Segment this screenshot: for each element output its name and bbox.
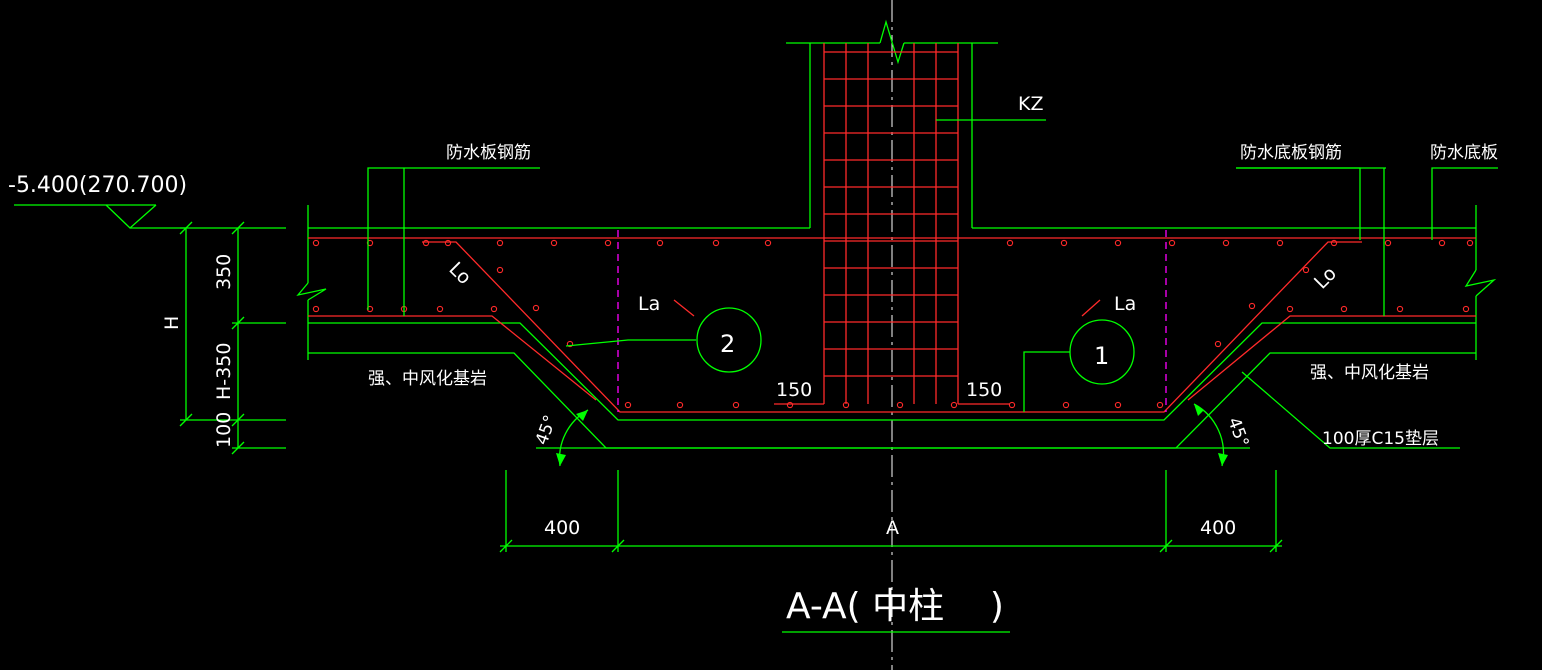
dim-a-label: A <box>886 517 899 539</box>
dim-400-left-label: 400 <box>544 517 580 539</box>
rebar-dot <box>676 401 684 409</box>
dim-h-label: H <box>161 316 183 330</box>
rebar-dot <box>1248 302 1256 310</box>
section-title: A-A( 中柱 ) <box>786 586 1004 627</box>
la-right-label: La <box>1114 293 1136 315</box>
rebar-dot <box>1156 401 1164 409</box>
rebar-dot <box>624 401 632 409</box>
rebar-dots <box>312 239 1474 409</box>
bubble-2-label: 2 <box>720 330 735 358</box>
la-left-arrow <box>673 299 695 317</box>
rebar-dot <box>496 266 504 274</box>
angle-left-label: 45° <box>532 413 561 448</box>
rebar-dot <box>1114 401 1122 409</box>
rebar-dot <box>604 239 612 247</box>
rebar-dot <box>1114 239 1122 247</box>
rebar-dot <box>1062 401 1070 409</box>
rebar-dot <box>1060 239 1068 247</box>
rebar-dot <box>1006 239 1014 247</box>
rebar-dot <box>712 239 720 247</box>
rebar-dot <box>550 239 558 247</box>
detail-bubble-2 <box>696 307 762 373</box>
elevation-label: -5.400(270.700) <box>8 173 187 198</box>
rebar-dot <box>764 239 772 247</box>
dim-100-label: 100 <box>213 412 235 448</box>
rebar-dot <box>422 239 430 247</box>
angle-arcs <box>556 403 1228 467</box>
rebar-dot <box>566 340 574 348</box>
rebar-dot <box>732 401 740 409</box>
rebar-dot <box>1168 239 1176 247</box>
rebar-dot <box>1462 305 1470 313</box>
la-left-label: La <box>638 293 660 315</box>
rebar-dot <box>496 239 504 247</box>
dim-400-right-label: 400 <box>1200 517 1236 539</box>
column-rebar-cage <box>823 43 959 404</box>
lo-right-label: Lo <box>1310 263 1341 294</box>
rebar-dot <box>1438 239 1446 247</box>
kz-label: KZ <box>1018 93 1043 115</box>
rebar-dot <box>1340 305 1348 313</box>
rebar-dot <box>786 401 794 409</box>
rebar-dot <box>950 401 958 409</box>
rebar-dot <box>532 304 540 312</box>
waterproof-bottom-slab-rebar-label: 防水底板钢筋 <box>1240 143 1342 163</box>
column-outline <box>786 19 998 228</box>
rock-left-label: 强、中风化基岩 <box>368 369 487 389</box>
rebar-dot <box>436 305 444 313</box>
rebar-dot <box>1286 305 1294 313</box>
rebar-dot <box>842 401 850 409</box>
rebar-dot <box>656 239 664 247</box>
rebar-dot <box>1276 239 1284 247</box>
dim-350-label: 350 <box>213 254 235 290</box>
elevation-marker <box>14 204 186 229</box>
la-right-arrow <box>1081 299 1101 317</box>
angle-right-label: 45° <box>1223 415 1252 450</box>
rebar-dot <box>1396 305 1404 313</box>
rebar-dot <box>1466 239 1474 247</box>
rebar-dot <box>1384 239 1392 247</box>
detail-bubble-1 <box>1069 319 1135 385</box>
rebar-dot <box>444 239 452 247</box>
lo-left-label: Lo <box>444 258 475 289</box>
rebar-dot <box>896 401 904 409</box>
left-vertical-dims <box>179 221 286 455</box>
rebar-dot <box>1008 401 1016 409</box>
rebar-dot <box>490 305 498 313</box>
cushion-label: 100厚C15垫层 <box>1322 429 1439 449</box>
waterproof-bottom-slab-label: 防水底板 <box>1430 143 1498 163</box>
waterproof-slab-rebar-label: 防水板钢筋 <box>446 143 531 163</box>
bubble-1-label: 1 <box>1094 342 1109 370</box>
rock-right-label: 强、中风化基岩 <box>1310 363 1429 383</box>
rebar-dot <box>1214 340 1222 348</box>
rebar-dot <box>312 305 320 313</box>
dim-150-left-label: 150 <box>776 379 812 401</box>
rebar-dot <box>1330 239 1338 247</box>
rebar-dot <box>1222 239 1230 247</box>
dim-150-right-label: 150 <box>966 379 1002 401</box>
slab-outline <box>296 205 1497 449</box>
rebar-dot <box>1302 266 1310 274</box>
leader-lines <box>367 119 1498 449</box>
dim-h-350-label: H-350 <box>213 343 235 400</box>
bottom-dims <box>499 470 1283 553</box>
rebar-dot <box>312 239 320 247</box>
